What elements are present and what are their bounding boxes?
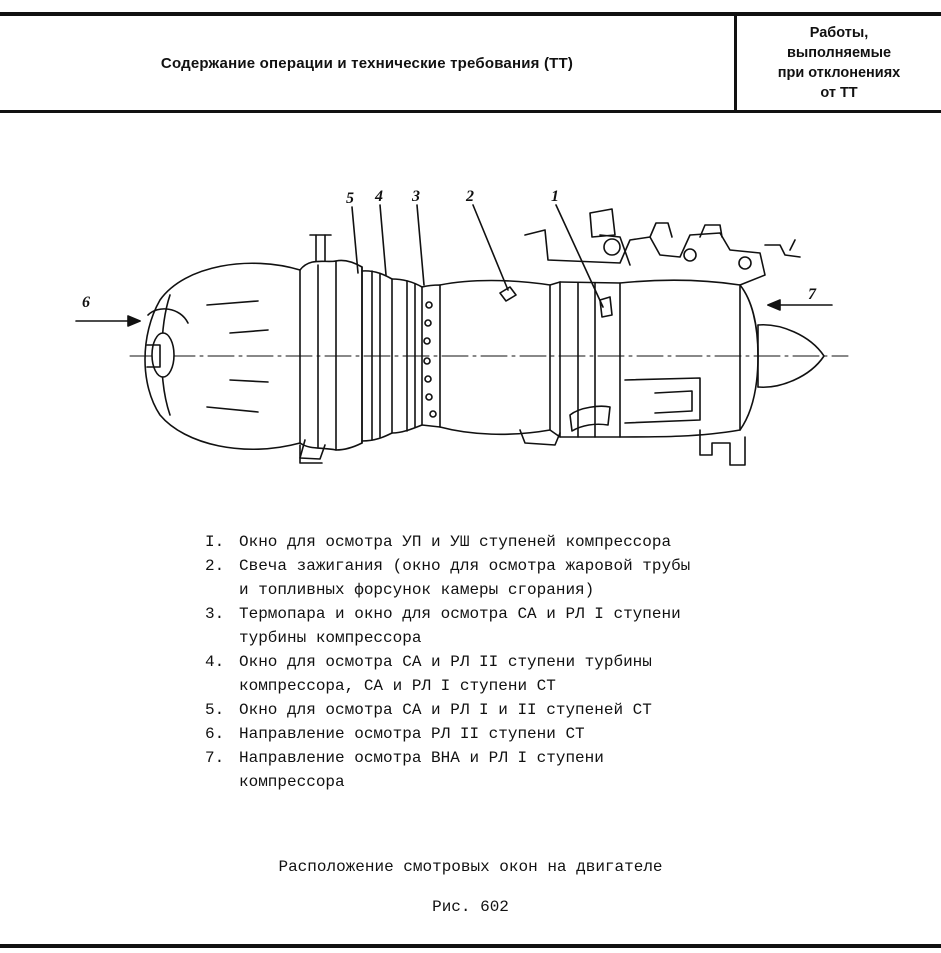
legend-item-text: Окно для осмотра СА и РЛ II ступени турб… — [239, 650, 765, 698]
operation-title-text: Содержание операции и технические требов… — [160, 54, 574, 72]
inlet-cone — [757, 324, 825, 388]
header-operation-title: Содержание операции и технические требов… — [0, 16, 734, 110]
legend-item-line: Свеча зажигания (окно для осмотра жарово… — [239, 557, 691, 575]
header-bottom-rule — [0, 110, 941, 113]
leader-line-3 — [416, 204, 425, 286]
engine-drawing: 1 2 3 4 5 6 7 — [75, 188, 849, 466]
legend-item-line: Окно для осмотра СА и РЛ I и II ступеней… — [239, 701, 652, 719]
legend-item-line: Окно для осмотра УП и УШ ступеней компре… — [239, 533, 672, 551]
legend-item-line: турбины компрессора — [239, 629, 422, 647]
callout-7: 7 — [808, 286, 817, 303]
legend-item-number: 5. — [205, 701, 225, 719]
legend-item: 4. Окно для осмотра СА и РЛ II ступени т… — [205, 650, 765, 698]
legend-item-number: 6. — [205, 725, 225, 743]
callout-2: 2 — [465, 188, 474, 205]
legend-item-text: Направление осмотра ВНА и РЛ I ступени к… — [239, 746, 765, 794]
header-deviation-works: Работы, выполняемые при отклонениях от Т… — [737, 16, 941, 110]
rear-dome — [144, 262, 301, 451]
deviation-title-line-1: Работы, — [809, 25, 869, 41]
legend-item: 2. Свеча зажигания (окно для осмотра жар… — [205, 554, 765, 602]
legend-item-text: Термопара и окно для осмотра СА и РЛ I с… — [239, 602, 765, 650]
legend-item-line: Направление осмотра ВНА и РЛ I ступени — [239, 749, 604, 767]
figure-number: Рис. 602 — [432, 898, 509, 916]
legend-item-number: 7. — [205, 749, 225, 767]
legend-item: I. Окно для осмотра УП и УШ ступеней ком… — [205, 530, 765, 554]
legend-item-text: Окно для осмотра УП и УШ ступеней компре… — [239, 530, 765, 554]
legend-item-text: Направление осмотра РЛ II ступени СТ — [239, 722, 765, 746]
legend-list: I. Окно для осмотра УП и УШ ступеней ком… — [205, 530, 765, 794]
legend-item-line: компрессора — [239, 773, 345, 791]
arrow-7-inspection-direction — [767, 299, 833, 311]
legend-item-line: компрессора, СА и РЛ I ступени СТ — [239, 677, 556, 695]
legend-item: 7. Направление осмотра ВНА и РЛ I ступен… — [205, 746, 765, 794]
legend-item-text: Свеча зажигания (окно для осмотра жарово… — [239, 554, 765, 602]
legend-item-number: 4. — [205, 653, 225, 671]
callout-1: 1 — [551, 188, 559, 205]
legend-item: 5. Окно для осмотра СА и РЛ I и II ступе… — [205, 698, 765, 722]
leader-line-4 — [379, 204, 387, 276]
legend-item-number: 2. — [205, 557, 225, 575]
callout-5: 5 — [346, 190, 354, 207]
legend-item-text: Окно для осмотра СА и РЛ I и II ступеней… — [239, 698, 765, 722]
figure-caption: Расположение смотровых окон на двигателе — [278, 858, 663, 876]
legend-item-line: Направление осмотра РЛ II ступени СТ — [239, 725, 585, 743]
combustion-casing — [439, 279, 561, 446]
legend-item-number: 3. — [205, 605, 225, 623]
top-rule — [0, 12, 941, 16]
legend-item-line: Окно для осмотра СА и РЛ II ступени турб… — [239, 653, 652, 671]
deviation-title-line-3: при отклонениях — [777, 65, 901, 81]
callout-4: 4 — [374, 188, 383, 205]
lower-brackets — [299, 429, 746, 466]
deviation-title-line-4: от ТТ — [820, 85, 858, 101]
exhaust-flange — [299, 234, 337, 460]
deviation-title-line-2: выполняемые — [786, 45, 892, 61]
bottom-rule — [0, 944, 941, 948]
legend-item: 6. Направление осмотра РЛ II ступени СТ — [205, 722, 765, 746]
turbine-section — [335, 259, 441, 451]
callout-3: 3 — [411, 188, 420, 205]
legend-item: 3. Термопара и окно для осмотра СА и РЛ … — [205, 602, 765, 650]
leader-line-2 — [472, 204, 509, 291]
accessory-gearbox — [524, 208, 801, 286]
compressor-casing — [549, 279, 759, 438]
arrow-6-inspection-direction — [75, 315, 141, 327]
legend-item-line: Термопара и окно для осмотра СА и РЛ I с… — [239, 605, 681, 623]
header-divider — [734, 12, 737, 113]
legend-item-line: и топливных форсунок камеры сгорания) — [239, 581, 595, 599]
leader-line-1 — [555, 204, 604, 308]
callout-6: 6 — [82, 294, 90, 311]
leader-line-5 — [351, 206, 359, 274]
legend-item-number: I. — [205, 533, 225, 551]
